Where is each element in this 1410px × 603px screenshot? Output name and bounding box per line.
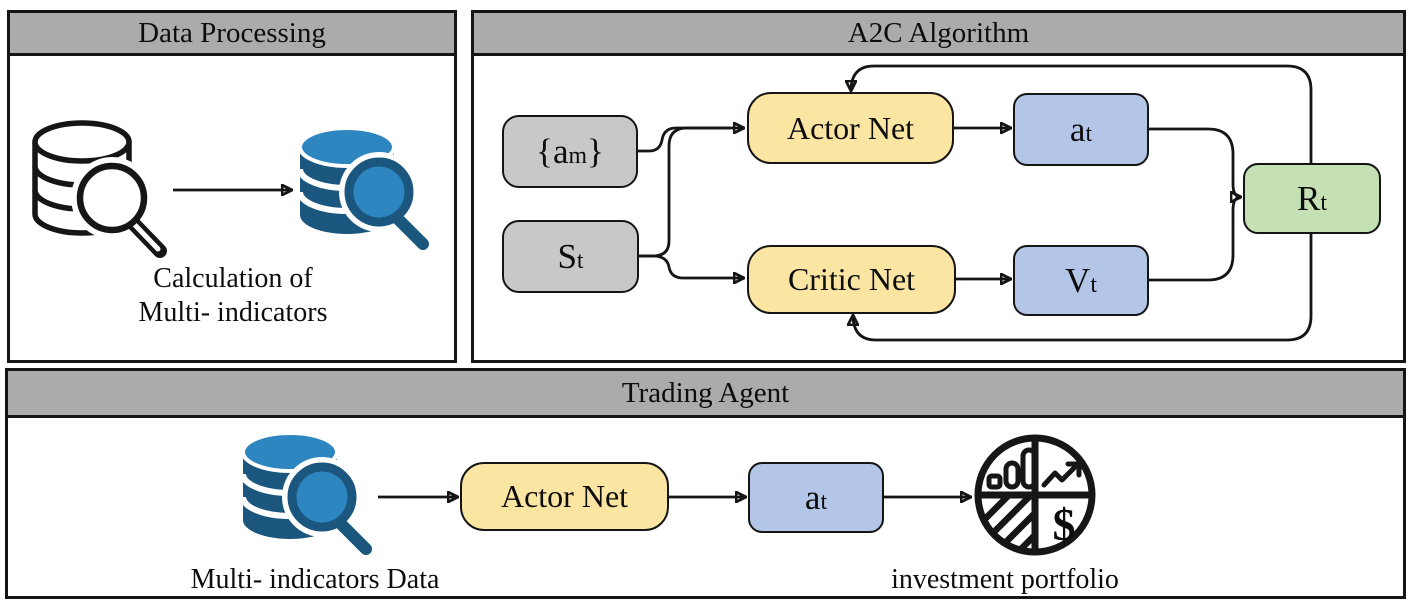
dollar-glyph: $ xyxy=(1053,499,1076,550)
node-at-trading-label: at xyxy=(804,477,828,517)
node-actor-net-label: Actor Net xyxy=(786,109,915,146)
panel-data-processing-title: Data Processing xyxy=(138,16,326,49)
node-critic-net: Critic Net xyxy=(747,245,956,314)
portfolio-pie-icon: $ xyxy=(974,434,1096,556)
node-st: St xyxy=(502,220,639,293)
trend-arrow-glyph xyxy=(1041,461,1082,488)
node-rt-label: Rt xyxy=(1297,178,1327,218)
node-actor-net-trading-label: Actor Net xyxy=(500,478,629,514)
node-am-label: {am} xyxy=(536,131,604,171)
data-processing-caption: Calculation of Multi- indicators xyxy=(103,262,363,330)
node-critic-net-label: Critic Net xyxy=(787,261,916,297)
panel-a2c-algorithm-header: A2C Algorithm xyxy=(474,13,1403,56)
panel-a2c-algorithm-title: A2C Algorithm xyxy=(847,16,1030,49)
database-search-blue-icon-trading xyxy=(238,422,378,562)
node-at: at xyxy=(1013,93,1149,166)
node-vt: Vt xyxy=(1013,245,1149,316)
node-actor-net: Actor Net xyxy=(747,92,954,164)
hatch-glyph xyxy=(980,497,1033,550)
panel-trading-agent-header: Trading Agent xyxy=(8,371,1403,418)
bar-chart-glyph xyxy=(986,447,1038,490)
caption-line-2: Multi- indicators xyxy=(138,297,328,328)
portfolio-caption: investment portfolio xyxy=(891,564,1119,595)
node-am: {am} xyxy=(502,115,638,188)
database-search-outline-icon xyxy=(32,120,167,258)
node-vt-label: Vt xyxy=(1065,260,1097,300)
caption-line-1: Calculation of xyxy=(153,263,313,294)
node-at-trading: at xyxy=(748,462,884,533)
node-at-label: at xyxy=(1069,109,1093,149)
database-search-blue-icon xyxy=(295,117,435,257)
panel-data-processing-header: Data Processing xyxy=(10,13,454,56)
node-actor-net-trading: Actor Net xyxy=(460,462,669,531)
trading-db-caption: Multi- indicators Data xyxy=(190,564,440,595)
panel-trading-agent-title: Trading Agent xyxy=(621,376,790,409)
node-rt: Rt xyxy=(1243,163,1381,234)
node-st-label: St xyxy=(557,236,584,276)
panel-trading-agent: Trading Agent xyxy=(5,368,1406,599)
